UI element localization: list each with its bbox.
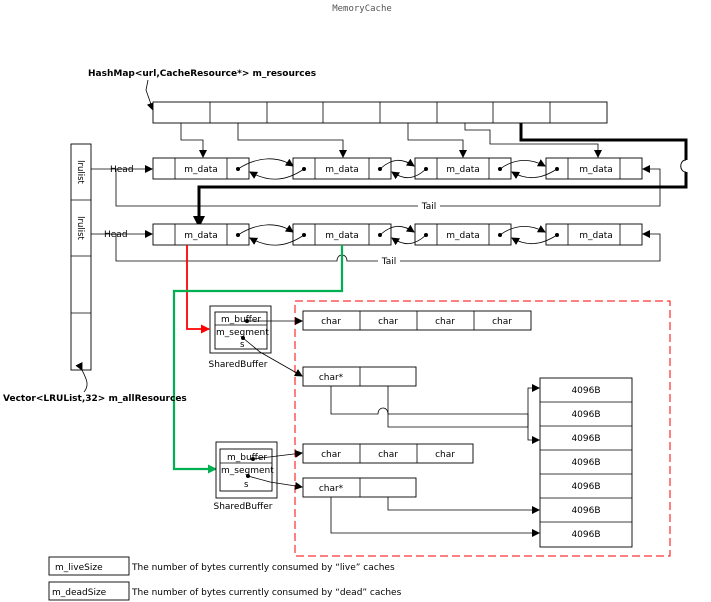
sb1-segment-label: m_segment bbox=[216, 328, 269, 338]
node-2-4-data: m_data bbox=[579, 231, 613, 241]
dashed-buffer-region bbox=[294, 300, 671, 557]
node-2-2-data: m_data bbox=[325, 231, 359, 241]
lrulist-label-2: lrulist bbox=[75, 216, 85, 240]
hashmap-label: HashMap<url,CacheResource*> m_resources bbox=[88, 69, 316, 79]
block-5: 4096B bbox=[571, 482, 600, 492]
char-1-3: char bbox=[435, 317, 455, 327]
vector-pointer-arrow bbox=[75, 361, 88, 393]
hashmap-buckets bbox=[152, 101, 608, 124]
block-1: 4096B bbox=[571, 386, 600, 396]
char-ptr-array-2 bbox=[302, 477, 417, 498]
char-2-3: char bbox=[435, 450, 455, 460]
legend-live-description: The number of bytes currently consumed b… bbox=[131, 563, 395, 573]
node-1-4-data: m_data bbox=[579, 165, 613, 175]
lru-node-2-2 bbox=[292, 223, 392, 246]
block-7: 4096B bbox=[571, 530, 600, 540]
sb1-label: SharedBuffer bbox=[208, 360, 267, 370]
head-label-1: Head bbox=[110, 165, 134, 175]
diagram-title: MemoryCache bbox=[332, 4, 392, 14]
char-ptr-1: char* bbox=[319, 373, 344, 383]
sb2-buffer-label: m_buffer bbox=[227, 453, 267, 463]
lru-node-2-3 bbox=[414, 223, 512, 246]
green-pointer-arrow bbox=[172, 245, 344, 474]
sb1-buffer-label: m_buffer bbox=[221, 315, 261, 325]
legend-live bbox=[48, 556, 130, 576]
tail-1-arrow bbox=[115, 165, 661, 207]
char-2-2: char bbox=[378, 450, 398, 460]
shared-buffer-1 bbox=[209, 305, 272, 354]
char-1-4: char bbox=[492, 317, 512, 327]
lru-node-1-3 bbox=[414, 157, 512, 180]
sb2-label: SharedBuffer bbox=[213, 502, 272, 512]
bucket-pointers bbox=[180, 123, 602, 158]
char-2-1: char bbox=[321, 450, 341, 460]
node-2-3-data: m_data bbox=[446, 231, 480, 241]
shared-buffer-2 bbox=[215, 441, 278, 499]
lru-node-1-2 bbox=[292, 157, 392, 180]
resource-pointer-thick bbox=[193, 172, 688, 228]
sb2-segment-label: m_segment bbox=[221, 466, 274, 476]
node-1-3-data: m_data bbox=[446, 165, 480, 175]
node-2-1-data: m_data bbox=[184, 231, 218, 241]
lru-list-2-links bbox=[237, 224, 558, 246]
legend-live-name: m_liveSize bbox=[55, 563, 103, 573]
lru-node-1-1 bbox=[152, 157, 250, 180]
lru-list-1-links bbox=[237, 158, 558, 180]
red-pointer-arrow bbox=[186, 245, 210, 334]
sb1-segment-suffix: s bbox=[240, 340, 245, 350]
block-6: 4096B bbox=[571, 506, 600, 516]
lrulist-label-1: lrulist bbox=[75, 160, 85, 184]
block-2: 4096B bbox=[571, 410, 600, 420]
legend-dead bbox=[48, 581, 130, 601]
char-1-2: char bbox=[378, 317, 398, 327]
block-4: 4096B bbox=[571, 458, 600, 468]
char-array-2 bbox=[302, 443, 474, 464]
legend-dead-description: The number of bytes currently consumed b… bbox=[131, 588, 402, 598]
sb2-segment-suffix: s bbox=[244, 480, 249, 490]
legend-dead-name: m_deadSize bbox=[52, 588, 107, 598]
node-1-2-data: m_data bbox=[325, 165, 359, 175]
vector-label: Vector<LRUList,32> m_allResources bbox=[3, 394, 187, 404]
block-3: 4096B bbox=[571, 434, 600, 444]
char-ptr-array-1 bbox=[302, 366, 417, 387]
char-ptr-2: char* bbox=[319, 484, 344, 494]
hashmap-pointer-arrow bbox=[145, 79, 155, 111]
tail-label-1: Tail bbox=[421, 202, 437, 212]
memory-blocks bbox=[539, 377, 633, 548]
char-array-1 bbox=[302, 310, 532, 331]
node-1-1-data: m_data bbox=[184, 165, 218, 175]
char-1-1: char bbox=[321, 317, 341, 327]
tail-label-2: Tail bbox=[381, 257, 397, 267]
